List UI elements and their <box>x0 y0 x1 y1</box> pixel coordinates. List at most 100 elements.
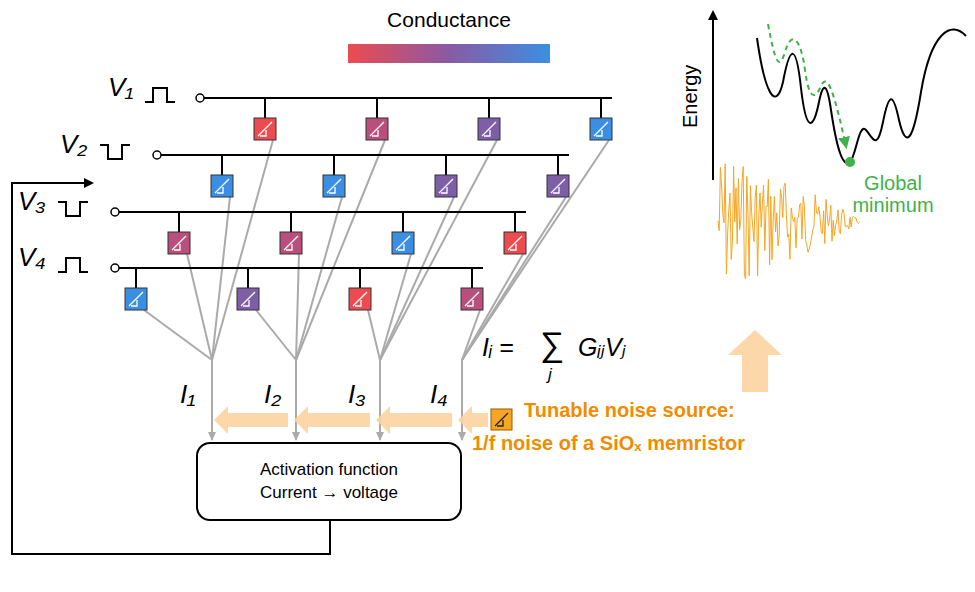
voltage-label: V₃ <box>18 187 46 216</box>
current-label: I₃ <box>348 380 366 409</box>
energy-axis <box>712 12 714 180</box>
memristor-symbol <box>353 292 367 306</box>
memristor <box>168 232 190 254</box>
column-line <box>211 360 213 440</box>
memristor <box>211 175 233 197</box>
memristor <box>392 232 414 254</box>
crossbar <box>58 88 612 440</box>
memristor-symbol <box>508 236 522 250</box>
memristor-lead <box>290 212 292 232</box>
memristor-symbol <box>594 122 608 136</box>
memristor-lead <box>514 212 516 232</box>
memristor-lead <box>135 268 137 288</box>
memristor-symbol <box>172 236 186 250</box>
memristor-symbol <box>215 179 229 193</box>
memristor-lead <box>333 155 335 175</box>
column-wire <box>462 310 480 360</box>
memristor <box>349 288 371 310</box>
memristor <box>125 288 147 310</box>
memristor-lead <box>557 155 559 175</box>
pulse-symbol <box>145 88 175 102</box>
column-wire <box>462 140 609 360</box>
column-wire <box>296 197 342 360</box>
column-wire <box>296 254 299 360</box>
memristor-lead <box>445 155 447 175</box>
voltage-label: V₄ <box>18 243 46 272</box>
memristor <box>237 288 259 310</box>
memristor <box>280 232 302 254</box>
memristor-symbol <box>129 292 143 306</box>
activation-box: Activation functionCurrent → voltage <box>196 442 462 521</box>
memristor-symbol <box>258 122 272 136</box>
memristor-lead <box>402 212 404 232</box>
memristor-lead <box>376 98 378 118</box>
minimum-label: Global minimum <box>843 172 943 216</box>
memristor <box>547 175 569 197</box>
noise-title: Tunable noise source: <box>524 399 735 421</box>
descent-path <box>768 24 846 146</box>
input-terminal <box>153 151 161 159</box>
colorbar <box>348 44 550 63</box>
pulse-symbol <box>58 202 88 216</box>
input-terminal <box>111 264 119 272</box>
memristor-symbol <box>370 122 384 136</box>
column-wire <box>380 140 497 360</box>
input-terminal <box>196 94 204 102</box>
memristor-symbol <box>439 179 453 193</box>
memristor-lead <box>600 98 602 118</box>
equation-sum: ∑ <box>540 326 564 363</box>
voltage-label: V₁ <box>108 73 134 102</box>
memristor-symbol <box>327 179 341 193</box>
box-subtitle: Current → voltage <box>260 482 398 505</box>
memristor <box>254 118 276 140</box>
column-line <box>295 360 297 440</box>
memristor <box>366 118 388 140</box>
memristor-lead <box>178 212 180 232</box>
equation-index: j <box>548 366 552 385</box>
memristor-symbol <box>551 179 565 193</box>
memristor-symbol <box>495 413 508 426</box>
memristor-symbol <box>465 292 479 306</box>
current-label: I₂ <box>264 380 281 409</box>
memristor-lead <box>264 98 266 118</box>
memristor-lead <box>247 268 249 288</box>
column-wire <box>212 197 230 360</box>
memristor <box>435 175 457 197</box>
column-wire <box>380 197 454 360</box>
column-wire <box>256 310 296 360</box>
column-wire <box>296 140 385 360</box>
memristor-lead <box>221 155 223 175</box>
memristor <box>461 288 483 310</box>
column-line <box>461 360 463 440</box>
noise-trace <box>718 164 860 279</box>
colorbar-label: Conductance <box>387 8 511 31</box>
memristor <box>323 175 345 197</box>
equation-part: Iᵢ = <box>482 334 514 362</box>
current-label: I₄ <box>430 380 448 409</box>
noise-description: 1/f noise of a SiOₓ memristor <box>472 432 745 454</box>
column-line <box>379 360 381 440</box>
column-wire <box>380 254 411 360</box>
column-wire <box>368 310 380 360</box>
axis-label: Energy <box>679 64 701 127</box>
memristor-lead <box>359 268 361 288</box>
noise-arrows <box>214 330 782 434</box>
input-terminal <box>111 208 119 216</box>
noise-memristor-icon <box>491 409 512 430</box>
memristor-symbol <box>396 236 410 250</box>
pulse-symbol <box>100 145 130 159</box>
memristor <box>590 118 612 140</box>
column-wire <box>212 140 273 360</box>
current-label: I₁ <box>180 380 195 409</box>
energy-landscape <box>757 30 966 164</box>
noise-signal <box>718 164 860 279</box>
row-line <box>119 211 526 213</box>
memristor <box>478 118 500 140</box>
pulse-symbol <box>58 258 88 272</box>
memristor-symbol <box>284 236 298 250</box>
column-wire <box>144 310 212 360</box>
memristor <box>504 232 526 254</box>
equation-part: GᵢⱼVⱼ <box>578 334 626 362</box>
memristor-symbol <box>482 122 496 136</box>
